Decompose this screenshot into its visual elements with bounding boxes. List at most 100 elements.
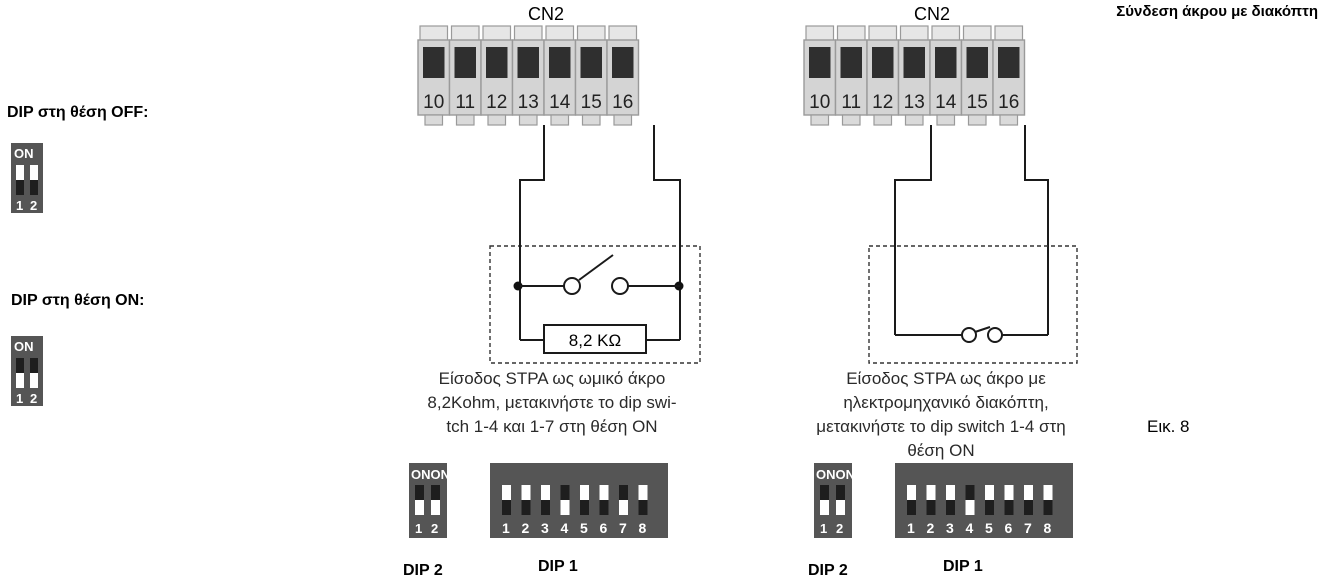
dip-number: 2 — [522, 520, 530, 536]
switch-contact — [563, 277, 581, 295]
switch-lever — [578, 254, 614, 281]
terminal-number: 11 — [841, 92, 861, 113]
terminal-screw-hole — [809, 47, 831, 78]
terminal-number: 15 — [581, 92, 602, 113]
dip-on-text: ONON — [816, 467, 855, 482]
terminal-screw-hole — [612, 47, 634, 78]
junction-dot — [513, 281, 523, 291]
terminal-number: 10 — [423, 92, 444, 113]
terminal: 12 — [866, 25, 900, 126]
dip-knob — [985, 500, 994, 515]
caption-line: 8,2Kohm, μετακινήστε το dip swi- — [427, 393, 676, 412]
terminal-screw-hole — [935, 47, 957, 78]
dip-knob — [946, 500, 955, 515]
circuit-resistor: 8,2 KΩ — [489, 125, 701, 364]
caption-line: μετακινήστε το dip switch 1-4 στη — [816, 417, 1065, 436]
terminal: 11 — [448, 25, 482, 126]
terminal: 12 — [480, 25, 514, 126]
terminal-number: 13 — [518, 92, 539, 113]
caption-line: tch 1-4 και 1-7 στη θέση ON — [446, 417, 657, 436]
dip-number: 3 — [946, 520, 954, 536]
header-title: Σύνδεση άκρου με διακόπτη — [1116, 3, 1318, 20]
dip-knob — [415, 485, 424, 500]
dip-number: 6 — [1005, 520, 1013, 536]
dip2-label: DIP 2 — [403, 562, 443, 579]
caption-line: Είσοδος STPA ως άκρο με — [846, 369, 1046, 388]
wire-terminal-16 — [1024, 125, 1049, 335]
dip-number: 1 — [502, 520, 510, 536]
terminal-number: 14 — [549, 92, 571, 113]
terminal: 15 — [960, 25, 994, 126]
dip-number: 8 — [1044, 520, 1052, 536]
terminal: 16 — [992, 25, 1026, 126]
dip-on-label: DIP στη θέση ON: — [11, 292, 145, 309]
dip-on-text: ON — [14, 146, 34, 161]
terminal-screw-hole — [872, 47, 894, 78]
dip-off-switch: ON 1 2 — [11, 143, 43, 213]
terminal-screw-hole — [580, 47, 602, 78]
caption-line: ηλεκτρομηχανικό διακόπτη, — [843, 393, 1048, 412]
terminal-screw-hole — [966, 47, 988, 78]
terminal: 10 — [803, 25, 837, 126]
figure-label: Εικ. 8 — [1147, 417, 1190, 436]
terminal-screw-hole — [998, 47, 1020, 78]
dip-knob — [1024, 500, 1033, 515]
dip-knob-off — [30, 180, 38, 195]
dip-knob — [619, 485, 628, 500]
dip-number: 4 — [966, 520, 974, 536]
dip-knob — [907, 500, 916, 515]
dip-number: 3 — [541, 520, 549, 536]
dip-number: 1 — [16, 198, 23, 213]
dip-number: 1 — [820, 521, 827, 536]
terminal: 13 — [897, 25, 931, 126]
dip-knob — [599, 500, 609, 515]
dip-knob — [836, 485, 845, 500]
dip-number: 1 — [16, 391, 23, 406]
wire-terminal-16 — [653, 125, 681, 235]
terminal-screw-hole — [549, 47, 571, 78]
dip-knob — [580, 500, 589, 515]
dip-number: 5 — [985, 520, 993, 536]
dip-knob — [502, 500, 511, 515]
terminal-screw-hole — [517, 47, 539, 78]
dip-number: 2 — [431, 521, 438, 536]
terminal-number: 12 — [872, 92, 893, 113]
caption-line: Είσοδος STPA ως ωμικό άκρο — [439, 369, 666, 388]
caption-line: θέση ON — [907, 441, 974, 460]
dip-knob — [431, 485, 440, 500]
dip1-label: DIP 1 — [538, 558, 578, 575]
resistor — [543, 324, 647, 354]
circuit-box — [489, 245, 701, 364]
circuit-switch — [868, 125, 1078, 364]
dip-number: 8 — [639, 520, 647, 536]
dip-knob — [1004, 500, 1014, 515]
wire-terminal-13 — [894, 125, 932, 335]
dip-knob — [638, 500, 648, 515]
terminal-screw-hole — [486, 47, 508, 78]
dip-knob — [560, 485, 570, 500]
dip-on-text: ON — [14, 339, 34, 354]
terminal-number: 15 — [967, 92, 988, 113]
dip-number: 2 — [30, 391, 37, 406]
dip-knob — [820, 485, 829, 500]
terminal-number: 16 — [612, 92, 633, 113]
dip-number: 7 — [1024, 520, 1032, 536]
dip-number: 7 — [619, 520, 627, 536]
wire-terminal-13 — [519, 125, 545, 235]
dip-number: 5 — [580, 520, 588, 536]
dip-on-text: ONON — [411, 467, 450, 482]
connector-title: CN2 — [528, 4, 564, 24]
dip-number: 1 — [907, 520, 915, 536]
dip-number: 2 — [927, 520, 935, 536]
terminal: 16 — [606, 25, 640, 126]
dip-number: 2 — [836, 521, 843, 536]
terminal: 11 — [834, 25, 868, 126]
terminal-screw-hole — [454, 47, 476, 78]
caption-left: Είσοδος STPA ως ωμικό άκρο 8,2Kohm, μετα… — [427, 369, 676, 436]
